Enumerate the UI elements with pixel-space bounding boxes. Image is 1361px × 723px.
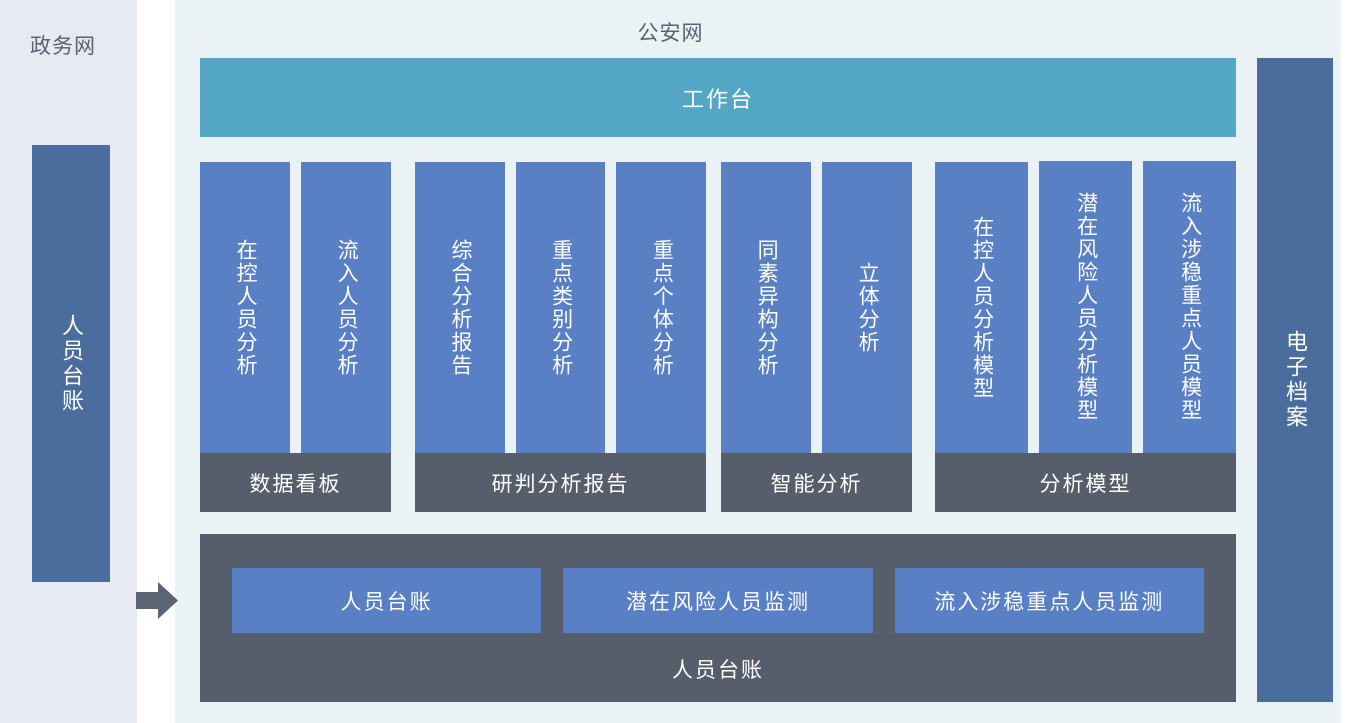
government-network-title: 政务网 (30, 35, 96, 58)
module-card[interactable]: 在控人员分析模型 (935, 162, 1028, 453)
group-bar-label[interactable]: 数据看板 (200, 453, 391, 512)
group-intelligent-analysis: 同素异构分析 立体分析 智能分析 (721, 162, 912, 512)
electronic-archive-panel[interactable]: 电子档案 (1257, 58, 1333, 702)
module-card[interactable]: 重点类别分析 (515, 162, 606, 453)
module-card[interactable]: 重点个体分析 (616, 162, 707, 453)
group-bar-label[interactable]: 研判分析报告 (415, 453, 706, 512)
police-network-title: 公安网 (637, 22, 704, 45)
module-card[interactable]: 潜在风险人员分析模型 (1039, 161, 1132, 453)
module-card[interactable]: 同素异构分析 (721, 162, 811, 453)
module-card[interactable]: 立体分析 (822, 162, 912, 453)
personnel-ledger-button-row: 人员台账 潜在风险人员监测 流入涉稳重点人员监测 (232, 568, 1204, 633)
ledger-button[interactable]: 潜在风险人员监测 (563, 568, 873, 633)
group-card-list: 在控人员分析模型 潜在风险人员分析模型 流入涉稳重点人员模型 (935, 161, 1236, 453)
module-groups-row: 在控人员分析 流入人员分析 数据看板 综合分析报告 重点类别分析 重点个体分析 … (200, 161, 1236, 512)
right-edge-margin (1341, 0, 1361, 723)
module-card[interactable]: 流入涉稳重点人员模型 (1143, 161, 1236, 453)
group-bar-label[interactable]: 分析模型 (935, 453, 1236, 512)
group-analysis-model: 在控人员分析模型 潜在风险人员分析模型 流入涉稳重点人员模型 分析模型 (935, 161, 1236, 512)
group-data-dashboard: 在控人员分析 流入人员分析 数据看板 (200, 162, 391, 512)
module-card[interactable]: 在控人员分析 (200, 162, 290, 453)
module-card[interactable]: 综合分析报告 (415, 162, 505, 453)
module-card[interactable]: 流入人员分析 (301, 162, 391, 453)
group-bar-label[interactable]: 智能分析 (721, 453, 912, 512)
group-card-list: 在控人员分析 流入人员分析 (200, 162, 391, 453)
group-card-list: 同素异构分析 立体分析 (721, 162, 912, 453)
personnel-ledger-panel: 人员台账 潜在风险人员监测 流入涉稳重点人员监测 人员台账 (200, 534, 1236, 702)
ledger-button[interactable]: 流入涉稳重点人员监测 (894, 568, 1204, 633)
personnel-ledger-panel-label: 人员台账 (672, 659, 764, 682)
ledger-button[interactable]: 人员台账 (232, 568, 542, 633)
arrow-right-icon (136, 582, 178, 619)
personnel-ledger-source-panel[interactable]: 人员台账 (32, 145, 110, 582)
group-judgement-report: 综合分析报告 重点类别分析 重点个体分析 研判分析报告 (415, 162, 707, 512)
group-card-list: 综合分析报告 重点类别分析 重点个体分析 (415, 162, 707, 453)
workbench-bar[interactable]: 工作台 (200, 58, 1236, 137)
